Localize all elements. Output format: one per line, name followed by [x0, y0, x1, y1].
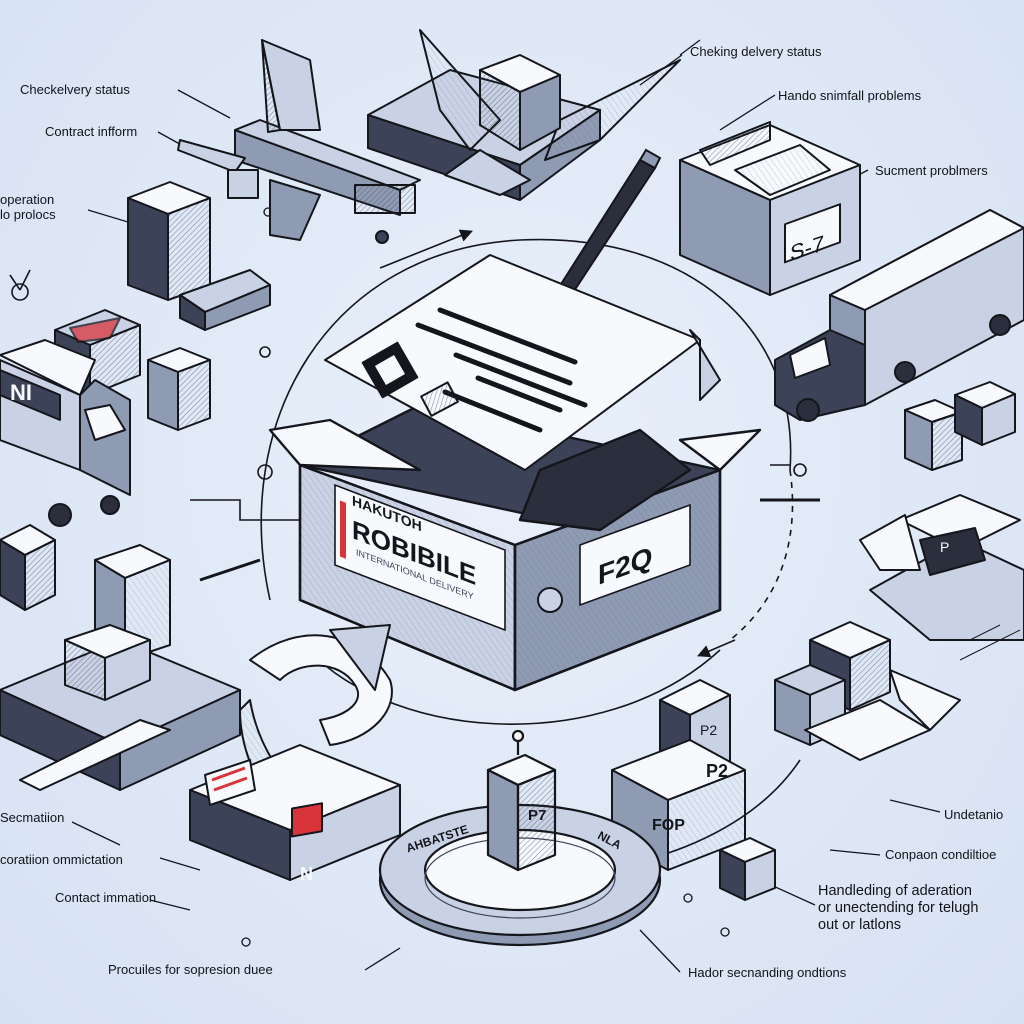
- label-handle-small: Hando snimfall problems: [778, 88, 922, 103]
- small-crate-mark: P: [940, 539, 949, 555]
- package-red-tag-icon: N: [189, 744, 401, 884]
- crate-icon: S-7: [679, 121, 861, 296]
- truck-left-mark: NI: [10, 380, 32, 405]
- clock-icon: [537, 587, 563, 613]
- truck-right-icon: [774, 209, 1024, 422]
- stack-mark-2: P2: [706, 761, 728, 781]
- label-checking-delivery: Cheking delvery status: [690, 44, 822, 59]
- label-common-conditions: Conpaon condiltioe: [885, 847, 997, 862]
- label-automation: Secmatiion: [0, 810, 65, 825]
- document-icon: [324, 254, 721, 471]
- label-procedures: Procuiles for sopresion duee: [108, 962, 273, 977]
- right-stack-icon: P2 P2 FOP: [611, 621, 961, 901]
- ring-pillar-icon: P7 AHBATSTE NLA: [378, 729, 662, 947]
- label-handling: Handleding of aderation or unectending f…: [818, 883, 979, 933]
- side-label: F2Q: [537, 503, 691, 613]
- label-shipment-problems: Sucment problmers: [875, 163, 988, 178]
- airplane-icon: [177, 39, 421, 244]
- stack-mark-3: FOP: [652, 817, 685, 834]
- label-contract-inform: Contract infform: [45, 124, 138, 139]
- label-operation: operation lo prolocs: [0, 192, 56, 222]
- red-tag-mark: N: [300, 864, 313, 884]
- winged-box-icon: [367, 29, 681, 201]
- right-crates-icon: P: [859, 381, 1024, 641]
- pillar-mark: P7: [528, 807, 546, 824]
- label-understanding: Undetanio: [944, 807, 1004, 822]
- label-check-delivery-left: Checkelvery status: [20, 82, 130, 97]
- bottom-left-boxes-icon: [0, 524, 241, 791]
- label-harder-conditions: Hador secnanding ondtions: [688, 965, 847, 980]
- label-creation-communication: coratiion ommictation: [0, 852, 123, 867]
- truck-left-icon: NI: [0, 339, 131, 527]
- stack-mark-1: P2: [700, 722, 717, 738]
- left-boxes-icon: [54, 181, 271, 431]
- label-contract-information: Contact immation: [55, 890, 157, 905]
- decorative-dots: [9, 269, 1021, 661]
